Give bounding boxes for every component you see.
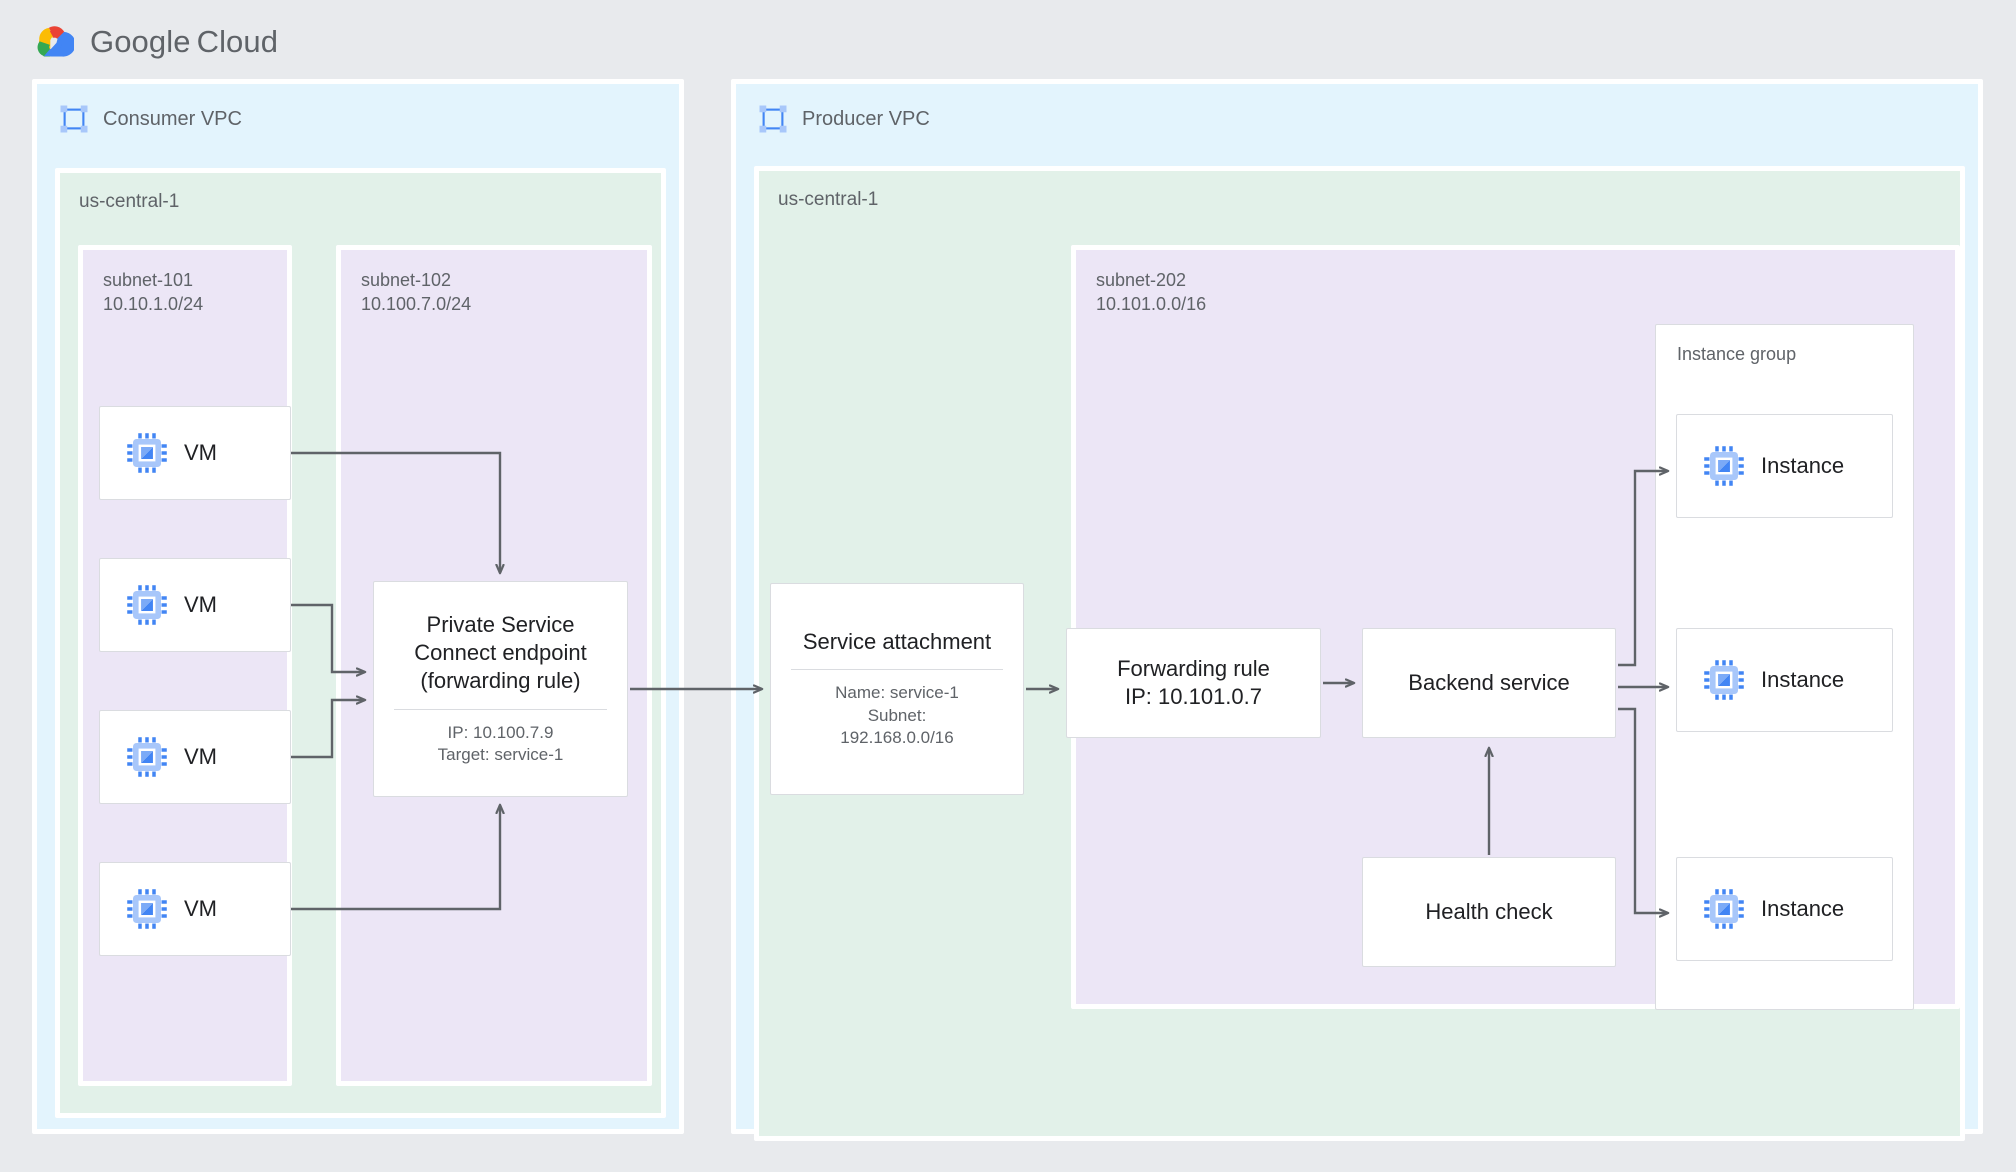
forwarding-rule-card[interactable]: Forwarding rule IP: 10.101.0.7: [1066, 628, 1321, 738]
compute-instance-icon: [1704, 889, 1744, 929]
compute-instance-icon: [1704, 660, 1744, 700]
service-attachment-subnet-cidr: 192.168.0.0/16: [840, 728, 954, 748]
health-check-card[interactable]: Health check: [1362, 857, 1616, 967]
psc-endpoint-title: Private Service Connect endpoint (forwar…: [414, 611, 586, 695]
forwarding-rule-title: Forwarding rule IP: 10.101.0.7: [1117, 655, 1270, 711]
producer-instance-1[interactable]: Instance: [1676, 414, 1893, 518]
producer-vpc-title: Producer VPC: [802, 107, 930, 130]
consumer-vpc-title: Consumer VPC: [103, 107, 242, 130]
consumer-vm-4-label: VM: [184, 896, 217, 921]
consumer-vm-1[interactable]: VM: [99, 406, 291, 500]
brand-name-google: Google: [90, 24, 191, 59]
consumer-vm-4[interactable]: VM: [99, 862, 291, 956]
consumer-vm-2[interactable]: VM: [99, 558, 291, 652]
producer-instance-3-label: Instance: [1761, 896, 1845, 921]
subnet-102-name: subnet-102: [361, 270, 452, 290]
subnet-202-name: subnet-202: [1096, 270, 1187, 290]
instance-group-label: Instance group: [1677, 344, 1797, 364]
brand-name-cloud: Cloud: [196, 24, 279, 59]
forwarding-rule-ip: IP: 10.101.0.7: [1125, 684, 1262, 709]
health-check-title: Health check: [1425, 898, 1553, 924]
compute-instance-icon: [127, 737, 167, 777]
compute-instance-icon: [1704, 446, 1744, 486]
subnet-101-label: subnet-101 10.10.1.0/24: [103, 268, 203, 317]
consumer-region-label: us-central-1: [79, 191, 180, 212]
vpc-network-icon: [60, 105, 88, 133]
producer-instance-1-label: Instance: [1761, 453, 1845, 478]
subnet-102-cidr: 10.100.7.0/24: [361, 294, 472, 315]
psc-endpoint-title-line1: Private Service: [426, 612, 575, 638]
backend-service-title: Backend service: [1408, 669, 1570, 695]
consumer-vm-1-label: VM: [184, 440, 217, 465]
subnet-101-cidr: 10.10.1.0/24: [103, 294, 204, 315]
psc-endpoint-ip: IP: 10.100.7.9: [447, 722, 554, 742]
consumer-vm-3-label: VM: [184, 744, 217, 769]
service-attachment-subnet-label: Subnet:: [867, 705, 927, 725]
subnet-102-label: subnet-102 10.100.7.0/24: [361, 268, 471, 317]
producer-instance-2[interactable]: Instance: [1676, 628, 1893, 732]
forwarding-rule-title-line1: Forwarding rule: [1117, 655, 1270, 681]
producer-vpc-header: Producer VPC: [758, 104, 930, 134]
producer-instance-3[interactable]: Instance: [1676, 857, 1893, 961]
google-cloud-logo-icon: [37, 26, 74, 57]
compute-instance-icon: [127, 585, 167, 625]
consumer-vpc-header: Consumer VPC: [59, 104, 242, 134]
psc-endpoint-target: Target: service-1: [437, 745, 564, 765]
producer-region-label: us-central-1: [778, 189, 879, 210]
consumer-vm-2-label: VM: [184, 592, 217, 617]
subnet-101-container: subnet-101 10.10.1.0/24: [78, 245, 292, 1086]
service-attachment-title: Service attachment: [802, 629, 992, 654]
producer-instance-2-label: Instance: [1761, 667, 1845, 692]
backend-service-card[interactable]: Backend service: [1362, 628, 1616, 738]
compute-instance-icon: [127, 433, 167, 473]
subnet-202-cidr: 10.101.0.0/16: [1096, 294, 1207, 315]
psc-endpoint-title-line2: Connect endpoint: [414, 640, 587, 666]
vpc-network-icon: [759, 105, 787, 133]
service-attachment-divider: [791, 669, 1003, 671]
consumer-vm-3[interactable]: VM: [99, 710, 291, 804]
service-attachment-card[interactable]: Service attachment Name: service-1 Subne…: [770, 583, 1024, 795]
psc-endpoint-details: IP: 10.100.7.9 Target: service-1: [438, 722, 564, 767]
service-attachment-details: Name: service-1 Subnet: 192.168.0.0/16: [835, 682, 959, 750]
psc-endpoint-title-line3: (forwarding rule): [420, 668, 581, 694]
subnet-202-label: subnet-202 10.101.0.0/16: [1096, 268, 1206, 317]
private-service-connect-endpoint-card[interactable]: Private Service Connect endpoint (forwar…: [373, 581, 628, 797]
service-attachment-name: Name: service-1: [835, 683, 959, 703]
psc-endpoint-divider: [394, 708, 607, 710]
subnet-101-name: subnet-101: [103, 270, 194, 290]
compute-instance-icon: [127, 889, 167, 929]
